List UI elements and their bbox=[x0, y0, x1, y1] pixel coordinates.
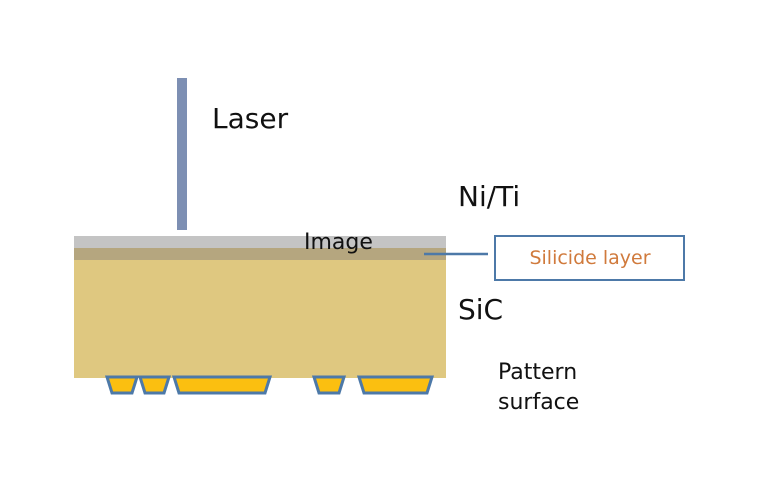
pad bbox=[137, 375, 172, 395]
niti-layer bbox=[74, 236, 446, 248]
laser-label: Laser bbox=[212, 102, 289, 135]
sic-label: SiC bbox=[458, 293, 504, 326]
niti-label: Ni/Ti bbox=[458, 180, 521, 213]
laser-beam bbox=[177, 78, 187, 230]
pad bbox=[356, 375, 435, 395]
pad bbox=[171, 375, 273, 395]
silicide-callout-box bbox=[494, 235, 685, 281]
pad bbox=[104, 375, 140, 395]
silicide-layer bbox=[74, 248, 446, 260]
silicide-label: Silicide layer bbox=[529, 247, 651, 269]
image-label: Image bbox=[304, 230, 373, 255]
pattern-label: Pattern bbox=[498, 360, 578, 385]
surface-label: surface bbox=[498, 390, 580, 415]
pad bbox=[311, 375, 347, 395]
